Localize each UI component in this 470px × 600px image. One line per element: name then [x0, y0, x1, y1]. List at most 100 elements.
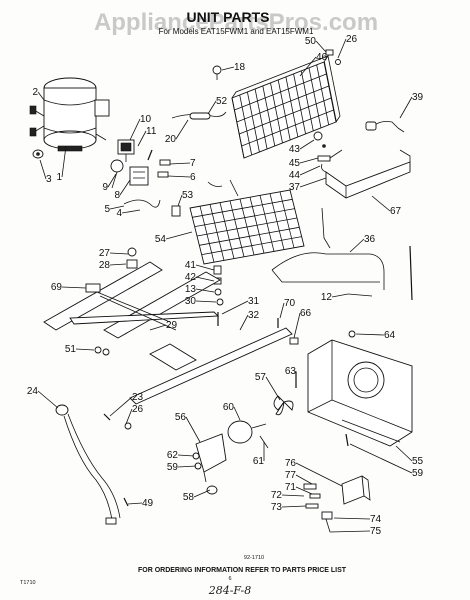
- callout-c32: 32: [248, 310, 260, 321]
- leader-line-c4: [121, 209, 141, 214]
- leader-line-c26b: [125, 408, 133, 425]
- leader-line-c6: [167, 175, 191, 178]
- tube-part-39: [365, 121, 405, 133]
- bracket-53: [171, 205, 181, 217]
- spacer-parts-41-42-13: [213, 265, 224, 306]
- condenser-screw-26: [335, 59, 341, 65]
- evaporator-coil-part: [189, 179, 305, 265]
- leader-line-c18: [221, 66, 235, 71]
- leader-line-c49: [127, 502, 143, 505]
- callout-c3: 3: [46, 174, 52, 185]
- condenser-coil-part: [231, 55, 341, 159]
- power-cord-part: [55, 404, 121, 525]
- part-12: [347, 293, 373, 297]
- callout-c56: 56: [175, 412, 187, 423]
- fan-shroud-bracket: [307, 339, 413, 447]
- condenser-clip-50: [325, 49, 334, 56]
- fan-motor-part: [227, 420, 269, 449]
- callout-c69: 69: [51, 282, 63, 293]
- callout-c60: 60: [223, 402, 235, 413]
- callout-c57: 57: [255, 372, 267, 383]
- fitting-parts-43-45: [313, 131, 343, 162]
- leader-line-c76: [295, 462, 343, 487]
- callout-c59a: 59: [412, 468, 424, 479]
- motor-bracket-part: [195, 433, 227, 483]
- callout-c59b: 59: [167, 462, 179, 473]
- screw-parts-31-70-66: [217, 312, 299, 345]
- callout-c9: 9: [102, 182, 108, 193]
- screw-parts-23-26: [103, 413, 132, 430]
- callout-c64: 64: [384, 330, 396, 341]
- clip-parts: [147, 149, 171, 178]
- callout-c71: 71: [285, 482, 297, 493]
- callout-c46: 46: [316, 52, 328, 63]
- leader-line-c60: [233, 406, 241, 421]
- callout-c2: 2: [32, 87, 38, 98]
- callout-c27: 27: [99, 248, 111, 259]
- callout-c45: 45: [289, 158, 301, 169]
- callout-c74: 74: [370, 514, 382, 525]
- callout-c55: 55: [412, 456, 424, 467]
- callout-c72: 72: [271, 490, 283, 501]
- bolt-58: [206, 485, 218, 495]
- drier-tube-part: [171, 111, 227, 120]
- leader-line-c73: [281, 505, 307, 508]
- leader-line-c41: [195, 264, 215, 271]
- capacitor-part: [110, 159, 124, 189]
- leader-line-c3: [39, 159, 47, 180]
- callout-c73: 73: [271, 502, 283, 513]
- callout-c26b: 26: [132, 404, 144, 415]
- leader-line-c66: [293, 312, 301, 339]
- callout-c51: 51: [65, 344, 77, 355]
- pulley-parts-27-28: [126, 247, 138, 269]
- leader-line-c70: [279, 302, 285, 319]
- callout-c61: 61: [253, 456, 265, 467]
- leader-line-c56: [185, 416, 201, 443]
- callout-c30: 30: [185, 296, 197, 307]
- leader-line-c77: [295, 474, 313, 485]
- leader-line-c52: [207, 100, 217, 115]
- callout-c29: 29: [166, 320, 178, 331]
- callout-c53: 53: [182, 190, 194, 201]
- wire-harness-part: [123, 199, 161, 208]
- leader-line-c58: [193, 489, 211, 498]
- leader-line-c7: [169, 162, 191, 165]
- leader-line-c46: [299, 56, 317, 77]
- leader-line-c23: [109, 396, 133, 417]
- leader-line-c20: [175, 119, 189, 140]
- leader-line-c28: [109, 263, 127, 266]
- callout-c20: 20: [165, 134, 177, 145]
- callout-c6: 6: [190, 172, 196, 183]
- leader-line-c45: [299, 157, 319, 164]
- callout-c1: 1: [56, 172, 62, 183]
- connector-74-75: [321, 511, 333, 533]
- callout-c28: 28: [99, 260, 111, 271]
- leader-line-c9: [107, 173, 117, 188]
- callout-c49: 49: [142, 498, 154, 509]
- leader-line-c11: [137, 130, 147, 147]
- page-number: 6: [228, 576, 231, 582]
- callout-c18: 18: [234, 62, 246, 73]
- leader-line-c75: [329, 530, 371, 533]
- callout-c63: 63: [285, 366, 297, 377]
- leader-line-c30: [195, 300, 217, 303]
- fan-blade-part: [273, 395, 294, 416]
- support-rail-part: [129, 327, 293, 405]
- leader-line-c74: [333, 517, 371, 520]
- handwritten-note: 284-F-8: [208, 584, 252, 597]
- leader-line-c57: [265, 376, 281, 401]
- callout-c39: 39: [412, 92, 424, 103]
- page-title: UNIT PARTS: [187, 9, 270, 25]
- callout-c31: 31: [248, 296, 260, 307]
- leader-line-c55: [395, 445, 413, 462]
- foot-pad-69: [85, 283, 101, 293]
- callout-c37: 37: [289, 182, 301, 193]
- callout-c76: 76: [285, 458, 297, 469]
- leader-line-c59a: [349, 443, 413, 474]
- hardware-51: [94, 346, 110, 356]
- leader-line-c31: [221, 300, 249, 315]
- compressor-part: [29, 77, 110, 152]
- callout-c10: 10: [140, 114, 152, 125]
- strain-relief-49: [123, 497, 129, 507]
